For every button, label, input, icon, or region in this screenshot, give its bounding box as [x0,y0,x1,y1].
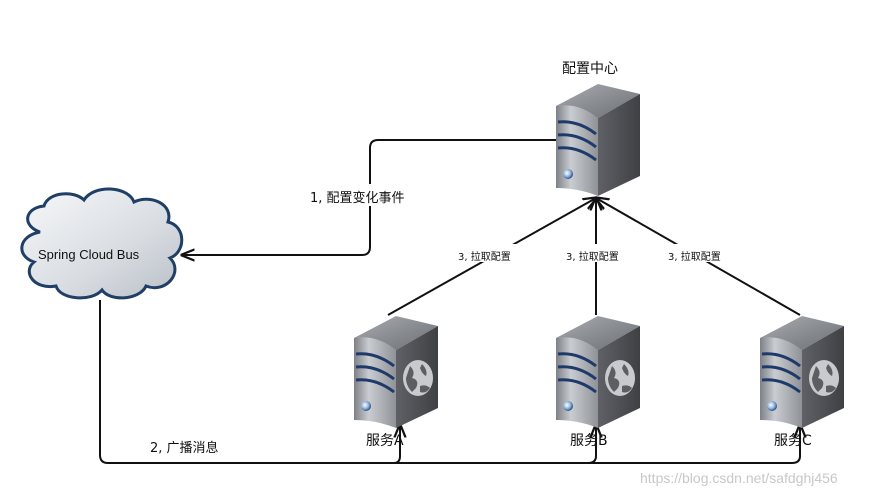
watermark: https://blog.csdn.net/safdghj456 [640,470,838,486]
service-c-server-icon[interactable] [760,316,844,428]
config-event-label: 1, 配置变化事件 [310,191,405,206]
edge-broadcast-b [394,425,596,464]
bus-label: Spring Cloud Bus [38,247,140,262]
config-center-server-icon[interactable] [554,82,642,198]
service-a-label: 服务A [366,433,404,449]
service-b-label: 服务B [570,433,608,449]
broadcast-label: 2, 广播消息 [150,441,219,456]
edge-broadcast [99,300,400,464]
config-center-label: 配置中心 [562,61,618,77]
service-a-server-icon[interactable] [354,316,438,428]
pull-label-c: 3, 拉取配置 [668,252,721,263]
service-b-server-icon[interactable] [556,316,640,428]
pull-label-b: 3, 拉取配置 [566,252,619,263]
cloud-shape[interactable] [20,187,184,300]
edge-broadcast-c [588,425,800,464]
pull-label-a: 3, 拉取配置 [458,252,511,263]
service-c-label: 服务C [774,433,812,449]
